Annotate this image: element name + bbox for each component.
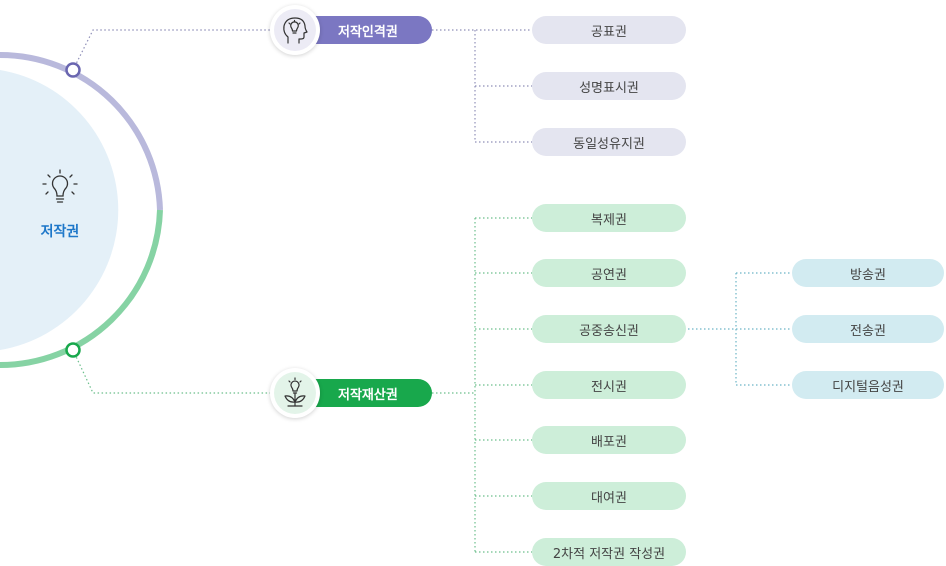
property-rights-tag: 저작재산권 (312, 379, 432, 407)
property-rights-badge (270, 368, 320, 418)
moral-node-dot (65, 62, 81, 78)
root-to-moral-connector (72, 29, 273, 71)
property-rights-badge-inner (274, 372, 316, 414)
property-right-item: 2차적 저작권 작성권 (532, 538, 686, 566)
moral-right-item: 성명표시권 (532, 72, 686, 100)
property-right-item: 대여권 (532, 482, 686, 510)
lightbulb-icon (42, 169, 78, 203)
property-right-item: 공연권 (532, 259, 686, 287)
transmission-right-item: 전송권 (792, 315, 944, 343)
head-lightbulb-icon (283, 17, 308, 44)
property-right-item: 전시권 (532, 371, 686, 399)
root-label: 저작권 (40, 224, 80, 240)
transmission-branch-lines (688, 272, 792, 386)
property-right-item: 공중송신권 (532, 315, 686, 343)
moral-right-item: 공표권 (532, 16, 686, 44)
property-right-item: 복제권 (532, 204, 686, 232)
root-half-disc (0, 70, 119, 350)
property-arc (0, 209, 163, 368)
property-rights-label: 저작재산권 (338, 387, 398, 403)
root-to-property-connector (72, 349, 273, 394)
moral-rights-label: 저작인격권 (338, 24, 398, 40)
moral-rights-badge (270, 5, 320, 55)
moral-rights-badge-inner (274, 9, 316, 51)
property-right-item: 배포권 (532, 426, 686, 454)
moral-right-item: 동일성유지권 (532, 128, 686, 156)
property-branch-lines (432, 217, 532, 553)
moral-arc (0, 52, 163, 211)
moral-rights-tag: 저작인격권 (312, 16, 432, 44)
transmission-right-item: 방송권 (792, 259, 944, 287)
property-node-dot (65, 342, 81, 358)
lightbulb-sprout-icon (284, 377, 306, 407)
transmission-right-item: 디지털음성권 (792, 371, 944, 399)
moral-branch-lines (432, 29, 532, 143)
